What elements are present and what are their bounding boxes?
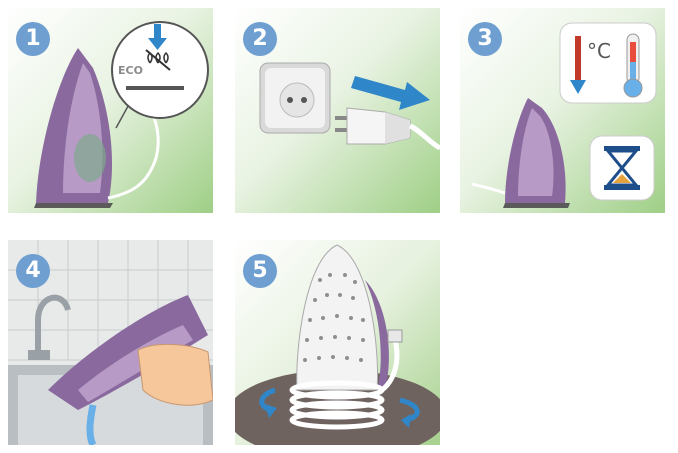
eco-label: ECO: [118, 64, 143, 77]
step-number-badge: 3: [468, 22, 502, 56]
iron-side-panel: [518, 108, 554, 196]
step-1-illustration: ECO: [34, 21, 209, 208]
step-2-panel: 2: [235, 8, 440, 213]
rotate-left-icon: [259, 387, 277, 418]
iron-soleplate: [34, 203, 113, 208]
hourglass-icon: [604, 146, 640, 190]
step-number-badge: 4: [16, 254, 50, 288]
step-3-panel: °C 3: [460, 8, 665, 213]
iron-body: [48, 295, 208, 410]
thermometer-icon: [623, 33, 643, 98]
wall-socket: [259, 62, 331, 134]
hand: [137, 343, 213, 406]
step-number-badge: 2: [243, 22, 277, 56]
iron-body: [365, 280, 389, 390]
wrapped-cord: [289, 339, 400, 430]
steam-off-icon: [145, 49, 171, 71]
power-cord: [471, 182, 506, 195]
step-5-illustration: [235, 244, 440, 445]
iron-soleplate: [503, 203, 570, 208]
step-2-illustration: [259, 62, 440, 151]
water-stream: [86, 404, 97, 445]
power-plug: [387, 329, 403, 343]
step-1-panel: ECO 1: [8, 8, 213, 213]
rotate-right-icon: [399, 397, 420, 428]
power-cord: [107, 117, 160, 200]
step-3-illustration: °C: [471, 22, 657, 208]
faucet-base: [28, 350, 50, 360]
step-4-illustration: [8, 240, 213, 445]
down-arrow-icon: [570, 36, 586, 94]
faucet: [35, 294, 71, 355]
power-plug: [335, 107, 440, 151]
dial-slot: [126, 86, 184, 90]
step-number-badge: 5: [243, 254, 277, 288]
step-number-badge: 1: [16, 22, 50, 56]
zoom-circle: [111, 21, 209, 119]
step-5-panel: 5: [235, 240, 440, 445]
step-4-panel: 4: [8, 240, 213, 445]
steam-holes: [303, 273, 365, 362]
iron-water-tank: [74, 134, 106, 182]
temp-unit-label: °C: [587, 39, 611, 63]
down-arrow-icon: [148, 24, 167, 50]
plug-out-arrow-icon: [351, 76, 430, 110]
